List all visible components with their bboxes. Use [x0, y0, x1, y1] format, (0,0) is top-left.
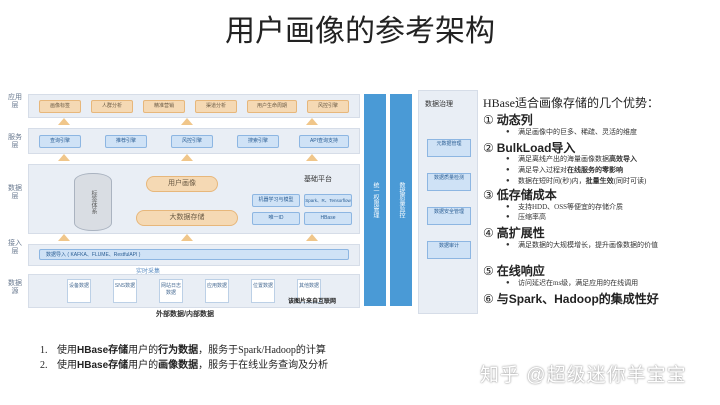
note-line: 2.使用HBase存储用户的画像数据，服务于在线业务查询及分析: [40, 360, 329, 371]
advantage-point: ●支持HDD、OSS等便宜的存储介质: [506, 203, 624, 211]
governance-item: 数据审计: [427, 241, 471, 259]
app-box: 渠道分析: [195, 100, 237, 113]
row-label-source: 数据源: [8, 280, 22, 295]
advantage-point: ●访问延迟在ms级，满足应用的在线调用: [506, 279, 639, 287]
row-label-data: 数据层: [8, 185, 22, 200]
source-box: 位置数据: [251, 279, 275, 303]
row-label-app: 应用层: [8, 94, 22, 109]
governance-item: 数据质量检测: [427, 173, 471, 191]
advantage-point: ●数据在短时间(秒)内，批量生效(同时可读): [506, 177, 647, 185]
service-box: 风控引擎: [171, 135, 213, 148]
up-arrow: [181, 234, 193, 241]
advantage-point: ●满足离线产出的海量画像数据高效导入: [506, 155, 637, 163]
up-arrow: [306, 154, 318, 161]
advantage-point: ●满足导入过程对在线服务的零影响: [506, 166, 623, 174]
watermark: 知乎 @超级迷你羊宝宝: [480, 365, 687, 386]
app-box: 用户生命周期: [247, 100, 297, 113]
tag-system-cylinder: 标签体系: [74, 173, 112, 231]
service-box: 搜索引擎: [237, 135, 279, 148]
row-label-service: 服务层: [8, 134, 22, 149]
up-arrow: [181, 154, 193, 161]
platform-box: 唯一ID: [252, 212, 300, 225]
ingest-box: 数据导入 ( KAFKA、FLUME、RestfulAPI ): [39, 249, 349, 260]
governance-panel: 数据治理 元数据管理 数据质量检测 数据安全管理 数据审计: [418, 90, 478, 314]
row-label-ingest: 接入层: [8, 240, 22, 255]
governance-title: 数据治理: [425, 101, 453, 108]
up-arrow: [306, 234, 318, 241]
source-box: 设备数据: [67, 279, 91, 303]
advantages-title: HBase适合画像存储的几个优势：: [483, 96, 659, 110]
up-arrow: [58, 154, 70, 161]
advantage-point: ●压缩率高: [506, 213, 546, 221]
quality-monitor-bar: 数据质量监控: [390, 94, 412, 306]
advantage-point: ●满足画像中的巨多、稀疏、灵活的维度: [506, 128, 637, 136]
sources-caption: 外部数据/内部数据: [156, 311, 214, 318]
app-box: 精准营销: [143, 100, 185, 113]
big-data-storage-box: 大数据存储: [136, 210, 238, 226]
service-box: 推荐引擎: [105, 135, 147, 148]
up-arrow: [181, 118, 193, 125]
platform-title: 基础平台: [304, 176, 332, 183]
ingest-layer: 数据导入 ( KAFKA、FLUME、RestfulAPI ): [28, 244, 360, 266]
platform-box: HBase: [304, 212, 352, 225]
source-box: 网站日志数据: [159, 279, 183, 303]
app-layer: 画像标签 人群分析 精准营销 渠道分析 用户生命周期 风控引擎: [28, 94, 360, 118]
image-credit: 该图片来自互联网: [288, 299, 337, 305]
user-profile-box: 用户画像: [146, 176, 218, 192]
up-arrow: [306, 118, 318, 125]
up-arrow: [58, 118, 70, 125]
permission-bar: 统一权限管理: [364, 94, 386, 306]
platform-box: Spark、R、Tensorflow: [304, 194, 352, 207]
up-arrow: [58, 234, 70, 241]
service-box: 查询引擎: [39, 135, 81, 148]
service-box: API查询支持: [299, 135, 349, 148]
architecture-diagram: 应用层 服务层 数据层 接入层 数据源 画像标签 人群分析 精准营销 渠道分析 …: [6, 90, 482, 322]
source-box: 其他数据: [297, 279, 321, 303]
source-box: 应用数据: [205, 279, 229, 303]
app-box: 风控引擎: [307, 100, 349, 113]
realtime-collect-label: 实时采集: [136, 269, 161, 275]
governance-item: 数据安全管理: [427, 207, 471, 225]
advantage-point: ●满足数据的大规模增长，提升画像数据的价值: [506, 241, 658, 249]
note-line: 1.使用HBase存储用户的行为数据，服务于Spark/Hadoop的计算: [40, 345, 326, 356]
platform-box: 机器学习与模型: [252, 194, 300, 207]
source-layer: 设备数据 SNS数据 网站日志数据 应用数据 位置数据 其他数据: [28, 274, 360, 308]
governance-item: 元数据管理: [427, 139, 471, 157]
service-layer: 查询引擎 推荐引擎 风控引擎 搜索引擎 API查询支持: [28, 128, 360, 154]
source-box: SNS数据: [113, 279, 137, 303]
app-box: 画像标签: [39, 100, 81, 113]
app-box: 人群分析: [91, 100, 133, 113]
page-title: 用户画像的参考架构: [225, 15, 495, 48]
